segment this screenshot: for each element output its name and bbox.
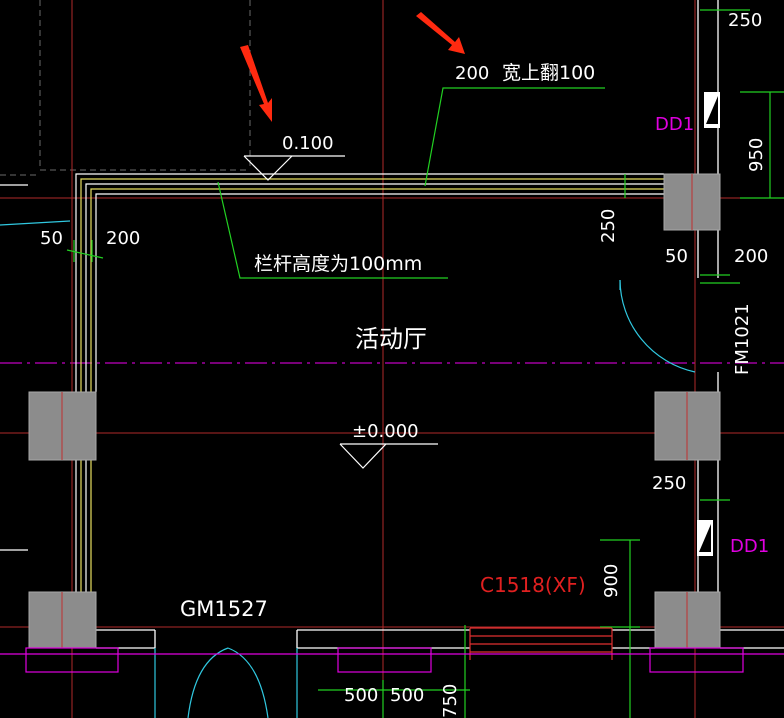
railing-height-note: 栏杆高度为100mm — [254, 253, 422, 275]
roof-level-text: 0.100 — [282, 133, 334, 154]
dim-500-b: 500 — [390, 685, 424, 706]
railing-lines — [75, 173, 664, 592]
upturn-note-text: 宽上翻100 — [502, 62, 595, 84]
leader-lines — [66, 9, 784, 718]
dd1-tag-top: DD1 — [655, 114, 694, 135]
upturn-width-text: 200 — [455, 63, 489, 84]
floor-level-text: ±0.000 — [352, 421, 419, 442]
dim-50-left: 50 — [40, 228, 63, 249]
dd1-tag-bottom: DD1 — [730, 536, 769, 557]
dim-200-right: 200 — [734, 246, 768, 267]
red-arrows — [240, 12, 465, 122]
dashed-outlines — [0, 0, 251, 176]
dim-200-left: 200 — [106, 228, 140, 249]
column-center-marks — [61, 174, 693, 648]
level-symbols — [243, 155, 438, 469]
window-c1518-label: C1518(XF) — [480, 573, 586, 597]
dim-50-right: 50 — [665, 246, 688, 267]
dim-500-a: 500 — [344, 685, 378, 706]
dim-950: 950 — [746, 138, 767, 172]
dim-250-top-right: 250 — [728, 10, 762, 31]
dim-900: 900 — [601, 564, 622, 598]
room-name-label: 活动厅 — [355, 325, 427, 353]
dim-750: 750 — [440, 684, 461, 718]
dim-250-vertical: 250 — [598, 209, 619, 243]
door-fm1021-label: FM1021 — [732, 303, 753, 375]
door-swings — [0, 220, 696, 718]
dd1-markers — [697, 92, 720, 556]
window-c1518 — [469, 627, 613, 660]
walls — [0, 0, 784, 649]
bottom-magenta-details — [0, 647, 784, 673]
gate-gm1527-label: GM1527 — [180, 597, 268, 621]
dim-250-mid-right: 250 — [652, 473, 686, 494]
